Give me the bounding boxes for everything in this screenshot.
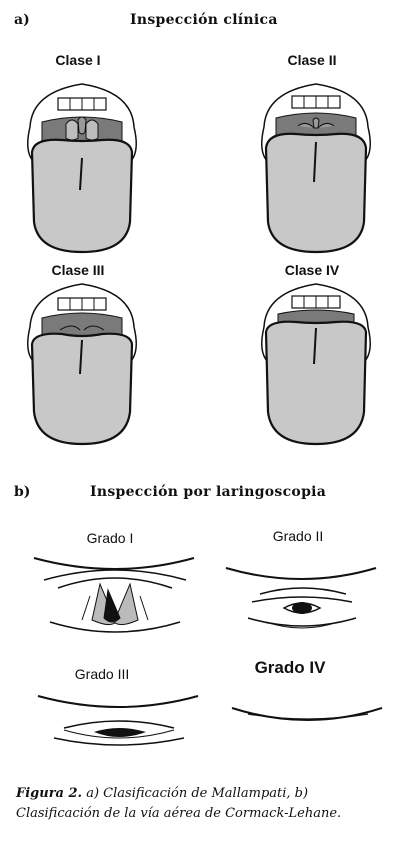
figure-caption: Figura 2. a) Clasificación de Mallampati… bbox=[16, 784, 396, 824]
cormack-label-1: Grado I bbox=[86, 530, 134, 546]
cormack-label-4: Grado IV bbox=[254, 658, 326, 677]
mallampati-label-1: Clase I bbox=[55, 52, 101, 68]
mallampati-class-3-illustration bbox=[27, 283, 137, 446]
section-a-title: Inspección clínica bbox=[130, 12, 278, 28]
mallampati-class-4-illustration bbox=[261, 283, 371, 446]
cormack-label-3: Grado III bbox=[74, 666, 130, 682]
caption-text: a) Clasificación de Mallampati, b) Clasi… bbox=[16, 786, 342, 821]
cormack-grade-2-illustration bbox=[225, 567, 377, 629]
mallampati-class-1-illustration bbox=[27, 83, 137, 254]
cormack-grade-3-illustration bbox=[37, 695, 199, 746]
section-b-letter: b) bbox=[14, 484, 31, 500]
cormack-grade-4-illustration bbox=[231, 707, 383, 721]
cormack-label-2: Grado II bbox=[272, 528, 324, 544]
mallampati-label-4: Clase IV bbox=[284, 262, 340, 278]
cormack-grade-1-illustration bbox=[33, 557, 195, 633]
caption-label: Figura 2. bbox=[16, 786, 83, 801]
mallampati-label-2: Clase II bbox=[287, 52, 337, 68]
mallampati-class-2-illustration bbox=[261, 83, 371, 254]
section-b-title: Inspección por laringoscopia bbox=[90, 484, 327, 500]
mallampati-label-3: Clase III bbox=[51, 262, 105, 278]
section-a-letter: a) bbox=[14, 12, 30, 28]
